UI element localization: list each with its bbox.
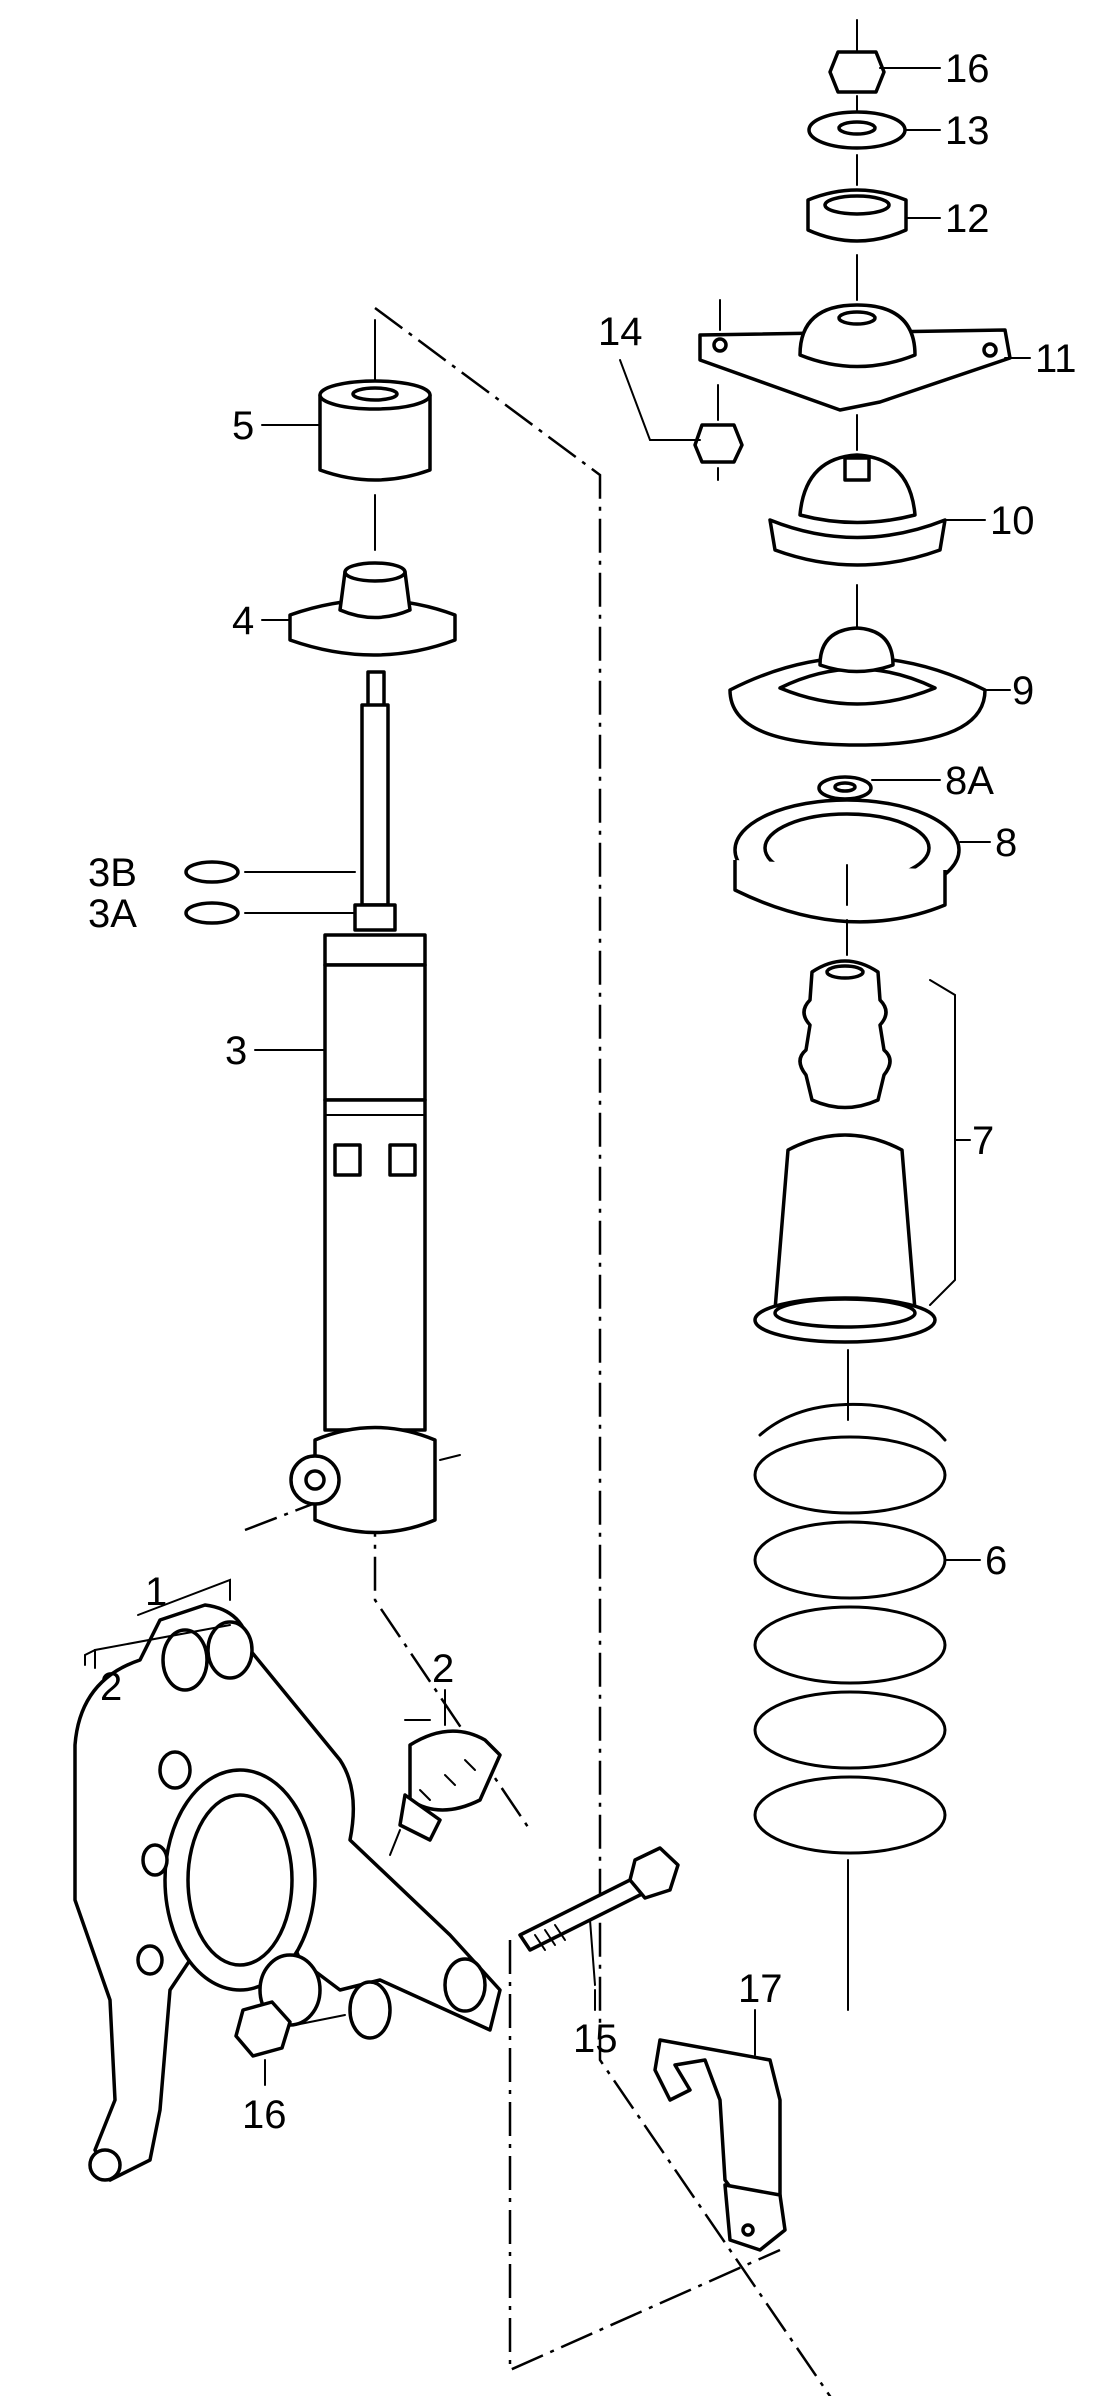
callout-16-bottom: 16 bbox=[242, 2093, 287, 2137]
top-mount-4 bbox=[288, 561, 457, 709]
callout-8A: 8A bbox=[945, 759, 994, 803]
callout-7: 7 bbox=[972, 1119, 994, 1163]
spring-seat-9 bbox=[728, 584, 987, 747]
callout-1: 1 bbox=[145, 1570, 167, 1614]
callout-11: 11 bbox=[1035, 337, 1077, 381]
bearing-12 bbox=[806, 188, 908, 301]
callout-3B: 3B bbox=[88, 851, 137, 895]
callout-14: 14 bbox=[598, 310, 643, 354]
top-nut-16 bbox=[828, 19, 886, 111]
callout-3: 3 bbox=[225, 1029, 247, 1073]
mount-plate-11 bbox=[698, 299, 1012, 451]
callout-15: 15 bbox=[573, 2017, 618, 2061]
bracket-17 bbox=[653, 2009, 787, 2252]
callout-4: 4 bbox=[232, 599, 254, 643]
callout-2-right: 2 bbox=[432, 1647, 454, 1691]
o-rings-3A-3B bbox=[184, 860, 356, 925]
mount-nut-14 bbox=[693, 384, 744, 481]
bolt-15 bbox=[518, 1846, 680, 1986]
ball-joint-2 bbox=[389, 1719, 502, 1856]
callout-6: 6 bbox=[985, 1539, 1007, 1583]
ring-8A bbox=[817, 775, 873, 801]
coil-spring-6 bbox=[753, 1349, 947, 2011]
callout-10: 10 bbox=[990, 499, 1035, 543]
spring-pad-8 bbox=[733, 798, 961, 956]
callout-5: 5 bbox=[232, 404, 254, 448]
washer-13 bbox=[807, 110, 907, 186]
nut-16-bottom bbox=[234, 2000, 346, 2086]
callout-leaders bbox=[137, 67, 1031, 2011]
callout-2-left: 2 bbox=[100, 1665, 122, 1709]
spring-cap-10 bbox=[768, 453, 947, 567]
callout-16-top: 16 bbox=[945, 47, 990, 91]
bump-stop-kit-7 bbox=[753, 959, 956, 1344]
wheel-knuckle-1 bbox=[73, 1603, 502, 2182]
callout-8: 8 bbox=[995, 821, 1017, 865]
callout-3A: 3A bbox=[88, 892, 137, 936]
callout-labels: 16 13 12 11 14 10 9 8A 8 7 6 5 4 3B 3A 3… bbox=[88, 47, 1077, 2137]
callout-9: 9 bbox=[1012, 669, 1034, 713]
bump-sleeve-5 bbox=[318, 319, 432, 551]
callout-17: 17 bbox=[738, 1967, 783, 2011]
callout-12: 12 bbox=[945, 197, 990, 241]
callout-13: 13 bbox=[945, 109, 990, 153]
shock-absorber-3 bbox=[289, 703, 461, 1535]
